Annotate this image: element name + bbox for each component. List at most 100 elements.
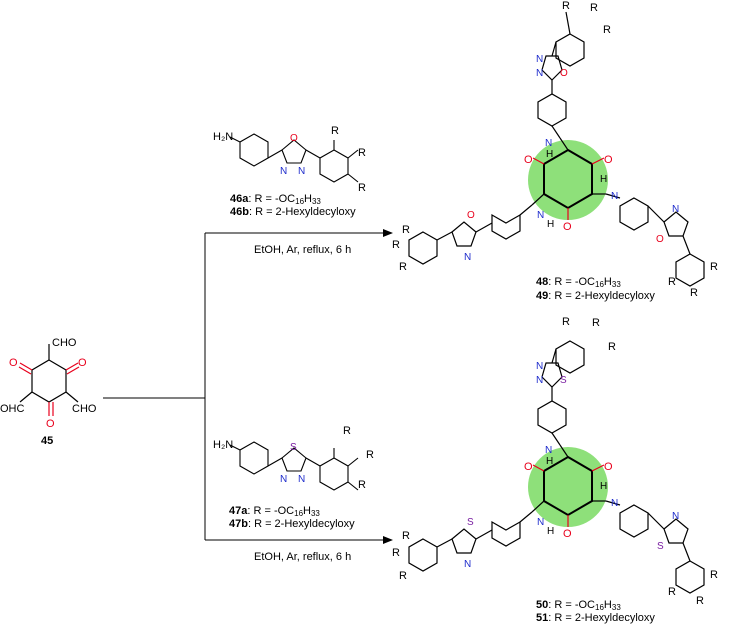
h-text: H xyxy=(603,276,612,288)
p50-r-5: R xyxy=(392,547,400,559)
reagent-47a-label: 47a: R = -OC16H33 xyxy=(229,505,320,520)
p48-h-top: H xyxy=(546,149,553,160)
amine-label-47: H₂N xyxy=(213,439,233,451)
amine-label-46: H₂N xyxy=(213,131,233,143)
p48-r-5: R xyxy=(392,239,400,251)
p50-n-top2: N xyxy=(536,375,543,386)
cho-label-top: CHO xyxy=(52,337,77,349)
p50-r-8: R xyxy=(696,595,704,607)
p48-oxa-n-top2: N xyxy=(536,68,543,79)
compound-id: 50 xyxy=(536,599,549,611)
r-label-47-a: R xyxy=(343,425,351,437)
highlight-circle-bottom xyxy=(528,447,608,527)
p48-oxa-n-right: N xyxy=(672,204,679,215)
p50-n-right: N xyxy=(672,511,679,522)
subscript-c: 16 xyxy=(595,280,604,289)
p48-oxa-n-left: N xyxy=(464,252,471,263)
reagent-46-structure xyxy=(229,133,359,183)
compound-id: 49 xyxy=(536,290,549,302)
compound-id: 48 xyxy=(536,276,549,288)
compound-id: 46b xyxy=(230,206,249,218)
p48-r-2: R xyxy=(590,2,598,14)
product-49-label: 49: R = 2-Hexyldecyloxy xyxy=(536,290,655,303)
subscript-h: 33 xyxy=(611,280,621,289)
p50-h-left: H xyxy=(547,526,554,537)
reagent-46a-label: 46a: R = -OC16H33 xyxy=(230,193,321,208)
r-label-46-a: R xyxy=(331,125,339,137)
p48-r-4: R xyxy=(402,224,410,236)
p50-s-left: S xyxy=(467,517,474,528)
p50-s-top: S xyxy=(560,375,567,386)
compound-id: 46a xyxy=(230,193,249,205)
o-label-right: O xyxy=(78,357,87,369)
reagent-47b-label: 47b: R = 2-Hexyldecyloxy xyxy=(229,518,355,531)
p48-oxa-o-right: O xyxy=(656,234,664,245)
product-50-structure xyxy=(408,340,705,594)
r-label-46-c: R xyxy=(358,182,366,194)
product-50-label: 50: R = -OC16H33 xyxy=(536,599,621,614)
compound-45-structure xyxy=(18,344,80,416)
p48-r-1: R xyxy=(562,0,570,12)
p48-h-right: H xyxy=(600,174,607,185)
compound-45-id: 45 xyxy=(41,435,53,447)
p50-r-3: R xyxy=(608,341,616,353)
p50-o-left: O xyxy=(524,461,533,473)
p50-r-7: R xyxy=(710,569,718,581)
subscript-c: 16 xyxy=(294,509,304,518)
cho-label-right: CHO xyxy=(72,403,97,415)
p50-nh-top: N xyxy=(545,445,552,456)
product-48-structure xyxy=(408,11,705,287)
h-text: H xyxy=(303,505,311,517)
oxadiazole-n2-46: N xyxy=(298,166,305,177)
p48-o-bottom: O xyxy=(563,221,572,233)
p48-r-6: R xyxy=(399,261,407,273)
p48-r-7: R xyxy=(710,261,718,273)
oxadiazole-o-46: O xyxy=(290,133,298,144)
thiadiazole-n1-47: N xyxy=(280,474,287,485)
conditions-top: EtOH, Ar, reflux, 6 h xyxy=(254,244,352,256)
oxadiazole-n1-46: N xyxy=(280,166,287,177)
thiadiazole-s-47: S xyxy=(290,442,297,453)
p50-r-4: R xyxy=(402,530,410,542)
product-51-label: 51: R = 2-Hexyldecyloxy xyxy=(536,612,655,625)
p48-nh-top: N xyxy=(545,138,552,149)
p48-r-3: R xyxy=(603,24,611,36)
r-label-46-b: R xyxy=(358,147,366,159)
reagent-46b-label: 46b: R = 2-Hexyldecyloxy xyxy=(230,206,356,219)
substituent-text: : R = -OC xyxy=(247,505,295,517)
p50-n-left: N xyxy=(464,559,471,570)
highlight-circle-top xyxy=(528,140,608,220)
h-text: H xyxy=(603,599,612,611)
p50-n-top: N xyxy=(536,361,543,372)
p50-o-top-right: O xyxy=(604,461,613,473)
p50-s-right: S xyxy=(657,541,664,552)
thiadiazole-n2-47: N xyxy=(298,474,305,485)
p50-r-9: R xyxy=(668,586,676,598)
substituent-text: : R = 2-Hexyldecyloxy xyxy=(548,290,655,302)
substituent-text: : R = -OC xyxy=(248,193,296,205)
p50-r-6: R xyxy=(399,570,407,582)
p48-r-9: R xyxy=(668,276,676,288)
r-label-47-b: R xyxy=(366,449,374,461)
ohc-label: OHC xyxy=(0,403,25,415)
substituent-text: : R = 2-Hexyldecyloxy xyxy=(247,518,355,530)
substituent-text: : R = 2-Hexyldecyloxy xyxy=(248,206,356,218)
p50-r-2: R xyxy=(592,317,600,329)
p50-o-bottom: O xyxy=(563,528,572,540)
p48-o-left: O xyxy=(524,154,533,166)
subscript-c: 16 xyxy=(595,603,604,612)
product-48-label: 48: R = -OC16H33 xyxy=(536,276,621,291)
reaction-arrows xyxy=(103,229,393,544)
p48-o-top-right: O xyxy=(604,154,613,166)
conditions-bottom: EtOH, Ar, reflux, 6 h xyxy=(254,551,352,563)
p50-nh-right: N xyxy=(611,498,618,509)
subscript-h: 33 xyxy=(311,197,321,206)
subscript-c: 16 xyxy=(295,197,305,206)
substituent-text: : R = -OC xyxy=(548,276,596,288)
substituent-text: : R = -OC xyxy=(548,599,596,611)
h-text: H xyxy=(304,193,312,205)
compound-id: 51 xyxy=(536,612,549,624)
compound-id: 47a xyxy=(229,505,248,517)
reagent-47-structure xyxy=(229,441,359,491)
